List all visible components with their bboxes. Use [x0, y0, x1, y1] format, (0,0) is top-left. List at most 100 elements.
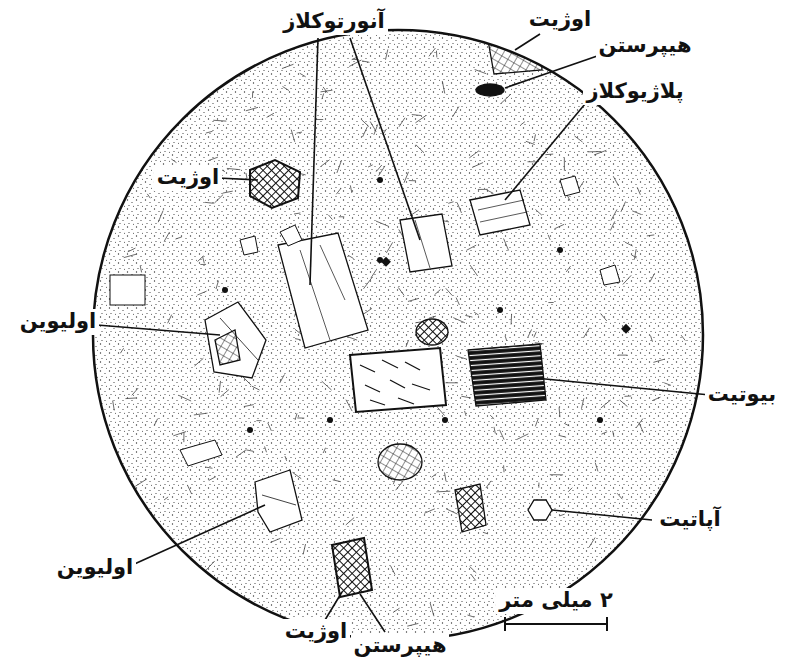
- lath: [333, 480, 341, 482]
- lath: [183, 432, 184, 442]
- mineral-label: پلاژیوکلاز: [583, 79, 686, 104]
- lath: [216, 281, 218, 289]
- lath: [322, 381, 332, 390]
- lath: [323, 448, 325, 453]
- mineral-label: اوژیت: [154, 165, 222, 190]
- lath: [486, 481, 491, 488]
- lath: [362, 61, 369, 62]
- lath: [564, 423, 569, 426]
- lath: [617, 493, 622, 499]
- lath: [350, 185, 352, 193]
- lath: [368, 165, 373, 167]
- lath: [457, 202, 461, 212]
- lath: [283, 86, 289, 90]
- lath: [244, 405, 254, 407]
- lath: [321, 160, 330, 167]
- lath: [267, 113, 274, 117]
- lath: [446, 382, 459, 383]
- lath: [453, 318, 465, 323]
- lath: [588, 151, 602, 152]
- lath: [468, 615, 475, 617]
- lath: [205, 467, 212, 468]
- lath: [385, 49, 387, 59]
- lath: [393, 608, 400, 612]
- scale-bar: [505, 617, 607, 631]
- mineral-label: بیوتیت: [705, 382, 779, 407]
- lath: [548, 235, 550, 240]
- lath: [391, 566, 395, 575]
- lath: [303, 544, 305, 554]
- groundmass: [93, 30, 703, 640]
- lath: [208, 157, 218, 160]
- lath: [268, 423, 272, 431]
- lath: [209, 477, 216, 481]
- lath: [416, 145, 424, 153]
- lath: [613, 176, 618, 186]
- lath: [650, 335, 652, 341]
- lath: [125, 397, 136, 399]
- lath: [483, 532, 488, 534]
- lath: [291, 130, 294, 142]
- lath: [589, 538, 595, 548]
- lath: [386, 242, 392, 253]
- lath: [168, 315, 172, 324]
- lath: [154, 419, 157, 426]
- lath: [348, 255, 354, 258]
- lath: [203, 257, 205, 264]
- lath: [171, 159, 176, 163]
- lath: [252, 91, 253, 97]
- lath: [194, 413, 208, 415]
- lath: [316, 119, 324, 120]
- lath: [214, 195, 223, 203]
- lath: [407, 623, 418, 626]
- lath: [256, 420, 261, 421]
- lath: [583, 328, 589, 338]
- lath: [559, 407, 561, 417]
- lath: [550, 474, 563, 475]
- lath: [647, 235, 654, 236]
- mineral-label: آپاتیت: [656, 507, 724, 532]
- lath: [559, 435, 566, 437]
- lath: [205, 202, 214, 204]
- mineral-label: هیپرستن: [351, 633, 450, 658]
- lath: [227, 168, 240, 169]
- lath: [545, 154, 553, 156]
- lath: [295, 413, 297, 420]
- lath: [198, 256, 204, 262]
- lath: [475, 69, 487, 73]
- lath: [205, 561, 214, 571]
- groundmass-laths: [113, 48, 686, 626]
- lath: [445, 472, 446, 481]
- lath: [478, 189, 488, 190]
- lath: [632, 211, 641, 215]
- lath: [135, 479, 147, 486]
- lath: [601, 314, 607, 321]
- lath: [206, 131, 213, 133]
- lath: [164, 232, 169, 241]
- lath: [504, 238, 509, 250]
- lath: [623, 275, 631, 284]
- lath: [219, 381, 220, 393]
- lath: [437, 407, 444, 415]
- lath: [322, 93, 324, 99]
- lath: [336, 188, 341, 194]
- lath: [195, 358, 204, 366]
- lath: [280, 375, 285, 383]
- lath: [446, 509, 457, 514]
- lath: [465, 315, 472, 317]
- lath: [398, 287, 404, 295]
- lath: [221, 390, 229, 397]
- leader-lines: [97, 34, 710, 632]
- lath: [634, 249, 636, 259]
- lath: [494, 427, 495, 434]
- lath: [554, 224, 564, 228]
- lath: [624, 395, 631, 396]
- lath: [424, 509, 434, 513]
- lath: [505, 336, 507, 341]
- lath: [187, 485, 191, 494]
- lath: [681, 335, 685, 340]
- lath: [442, 81, 445, 93]
- mineral-label: اوژیت: [282, 619, 350, 644]
- lath: [470, 567, 477, 573]
- lath: [568, 488, 572, 492]
